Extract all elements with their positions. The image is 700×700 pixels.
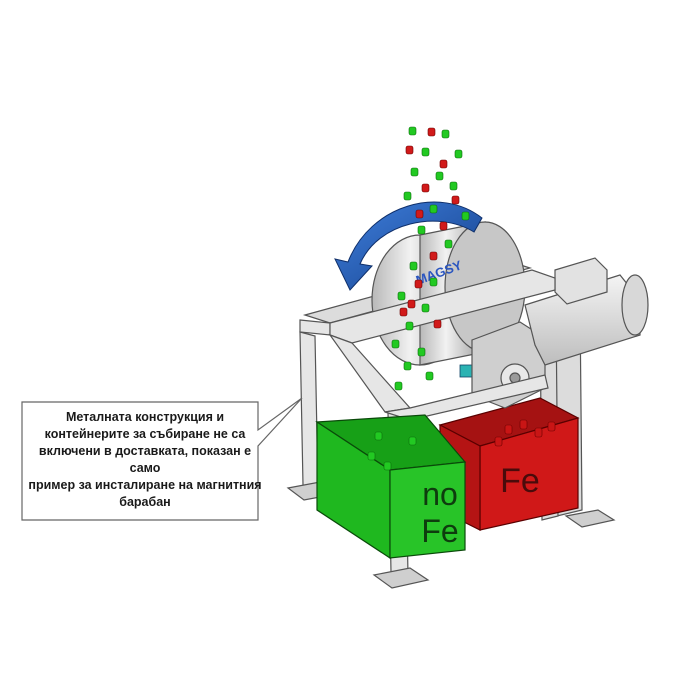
callout-box (21, 397, 303, 521)
callout-line-3: включени в доставката, показан е само (38, 444, 252, 475)
ferrous-container-label: Fe (500, 462, 540, 500)
callout-line-2: контейнерите за събиране не са (44, 427, 246, 441)
terminal-box (554, 257, 608, 305)
ferrous-bin-particles (494, 419, 556, 447)
frame-left-leg (299, 331, 319, 489)
callout-line-1: Металната конструкция и (65, 410, 225, 424)
electric-motor (524, 274, 641, 366)
nonferrous-container: no Fe (315, 414, 467, 560)
nonferrous-container-label-no: no (422, 476, 458, 512)
callout-line-4: пример за инсталиране на магнитния (28, 478, 262, 492)
drum-mount-bracket (459, 364, 473, 378)
foot-plate-right (564, 509, 616, 528)
drum-rotation-arrow (334, 201, 483, 291)
red-particles (399, 127, 460, 329)
nonferrous-container-front (389, 461, 466, 559)
callout-note: Металната конструкция и контейнерите за … (28, 404, 262, 516)
nonferrous-container-label-fe: Fe (421, 513, 458, 549)
callout-line-5: барабан (119, 495, 171, 509)
green-particles (367, 126, 470, 471)
falling-particles (367, 126, 470, 471)
drive-unit (471, 257, 649, 409)
foot-plate-front (372, 567, 430, 589)
